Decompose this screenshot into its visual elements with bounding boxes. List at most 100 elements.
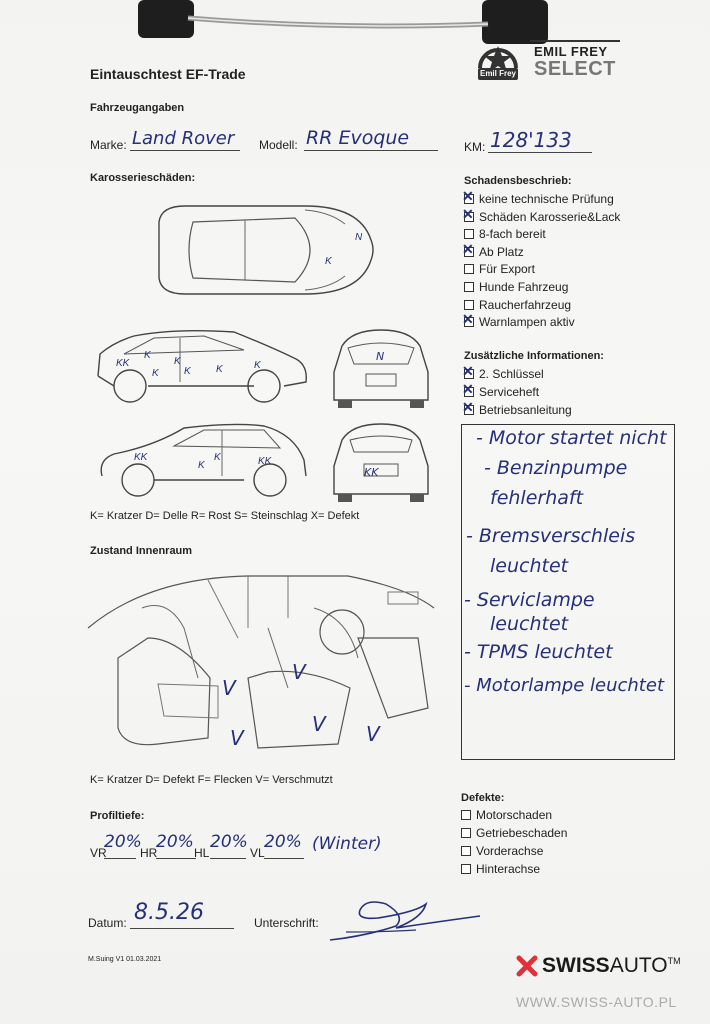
watermark-brand-b: AUTO xyxy=(609,954,668,977)
svg-text:K: K xyxy=(325,256,333,267)
svg-text:KK: KK xyxy=(116,358,131,369)
checked-box-icon[interactable] xyxy=(462,381,474,398)
defects-item-label: Motorschaden xyxy=(476,808,553,822)
tread-vl-line xyxy=(264,858,304,859)
interior-mark: V xyxy=(230,726,244,750)
note-line: - Bremsverschleis xyxy=(466,525,636,547)
car-interior-diagram xyxy=(87,575,435,749)
car-side-view-diagram: KK K K K K K K xyxy=(97,329,307,403)
watermark-tm: TM xyxy=(667,956,681,966)
car-top-view-diagram: N K xyxy=(158,205,374,295)
damage-description-item[interactable]: Ab Platz xyxy=(462,241,524,259)
tread-hr-value: 20% xyxy=(156,832,194,852)
defects-item-label: Vorderachse xyxy=(476,844,544,858)
km-line xyxy=(488,152,592,153)
car-front-view-diagram xyxy=(333,329,429,408)
checked-box-icon[interactable] xyxy=(462,363,474,380)
model-line xyxy=(304,150,438,151)
additional-info-label: Zusätzliche Informationen: xyxy=(464,350,604,362)
model-value: RR Evoque xyxy=(306,127,410,149)
svg-text:K: K xyxy=(174,356,182,367)
signature-drawing xyxy=(329,901,481,941)
note-line: fehlerhaft xyxy=(490,487,584,509)
svg-text:KK: KK xyxy=(134,452,149,463)
damage-description-item[interactable]: Warnlampen aktiv xyxy=(462,311,575,329)
interior-mark: V xyxy=(292,660,306,684)
note-line: leuchtet xyxy=(490,555,569,577)
make-value: Land Rover xyxy=(132,128,235,149)
note-line: - TPMS leuchtet xyxy=(464,641,613,663)
defects-item[interactable]: Vorderachse xyxy=(461,844,543,858)
additional-info-item[interactable]: Serviceheft xyxy=(462,381,540,399)
watermark-brand: SWISSAUTOTM xyxy=(542,954,681,978)
additional-info-item[interactable]: 2. Schlüssel xyxy=(462,363,544,381)
damage-description-item[interactable]: Für Export xyxy=(464,262,535,276)
note-line: - Motorlampe leuchtet xyxy=(464,675,664,696)
damage-description-item[interactable]: keine technische Prüfung xyxy=(462,188,614,206)
damage-description-item-label: Für Export xyxy=(479,262,536,277)
svg-text:K: K xyxy=(184,366,192,377)
checkbox-icon[interactable] xyxy=(461,828,471,838)
damage-description-item-label: Schäden Karosserie&Lack xyxy=(479,209,621,224)
clipboard-clip xyxy=(138,0,548,44)
note-line: - Serviclampe xyxy=(464,589,595,611)
svg-text:K: K xyxy=(198,460,206,471)
checked-box-icon[interactable] xyxy=(462,241,474,258)
checked-box-icon[interactable] xyxy=(462,399,474,416)
checked-box-icon[interactable] xyxy=(462,188,474,205)
tread-note: (Winter) xyxy=(312,834,382,854)
signature-label: Unterschrift: xyxy=(254,916,319,930)
checkbox-icon[interactable] xyxy=(464,282,474,292)
additional-info-item-label: Serviceheft xyxy=(479,385,540,399)
svg-text:K: K xyxy=(152,368,160,379)
additional-info-item-label: 2. Schlüssel xyxy=(479,367,544,381)
checkbox-icon[interactable] xyxy=(461,846,471,856)
car-rear-view-diagram xyxy=(333,423,429,502)
brand-rule xyxy=(530,40,620,42)
interior-mark: V xyxy=(366,722,380,746)
badge-text: Emil Frey xyxy=(479,69,516,78)
km-label: KM: xyxy=(464,140,486,154)
interior-legend: K= Kratzer D= Defekt F= Flecken V= Versc… xyxy=(90,774,333,786)
brand-top: EMIL FREY xyxy=(534,44,608,59)
tread-hl-label: HL xyxy=(194,846,210,860)
body-damage-label: Karosserieschäden: xyxy=(90,172,196,184)
notes-box: - Motor startet nicht - Benzinpumpe fehl… xyxy=(461,424,675,760)
date-value: 8.5.26 xyxy=(134,900,204,925)
checkbox-icon[interactable] xyxy=(464,299,474,310)
tread-hl-value: 20% xyxy=(210,832,248,852)
body-damage-legend: K= Kratzer D= Delle R= Rost S= Steinschl… xyxy=(90,510,360,522)
additional-info-item[interactable]: Betriebsanleitung xyxy=(462,399,572,417)
checkbox-icon[interactable] xyxy=(461,864,471,874)
svg-text:K: K xyxy=(254,360,262,371)
defects-item[interactable]: Hinterachse xyxy=(461,862,540,876)
car-side-view-2-diagram: KK K K KK xyxy=(100,423,307,497)
tread-vr-line xyxy=(104,858,136,859)
tread-vr-label: VR xyxy=(90,846,107,860)
checked-box-icon[interactable] xyxy=(462,311,474,328)
date-label: Datum: xyxy=(88,916,127,930)
tread-vr-value: 20% xyxy=(104,832,142,852)
damage-description-item[interactable]: Raucherfahrzeug xyxy=(464,298,571,312)
damage-description-item[interactable]: Hunde Fahrzeug xyxy=(464,280,568,294)
make-line xyxy=(130,150,240,151)
damage-description-item[interactable]: Schäden Karosserie&Lack xyxy=(462,206,621,224)
checked-box-icon[interactable] xyxy=(462,206,474,223)
damage-description-item[interactable]: 8-fach bereit xyxy=(464,227,546,241)
rear-damage-mark: KK xyxy=(364,466,379,479)
svg-text:K: K xyxy=(214,452,222,463)
defects-item[interactable]: Getriebeschaden xyxy=(461,826,567,840)
defects-item-label: Getriebeschaden xyxy=(476,826,568,840)
checkbox-icon[interactable] xyxy=(464,229,474,240)
additional-info-item-label: Betriebsanleitung xyxy=(479,403,572,417)
model-label: Modell: xyxy=(259,138,298,152)
checkbox-icon[interactable] xyxy=(461,810,471,820)
checkbox-icon[interactable] xyxy=(464,264,474,275)
defects-item[interactable]: Motorschaden xyxy=(461,808,552,822)
tread-vl-label: VL xyxy=(250,846,265,860)
damage-description-label: Schadensbeschrieb: xyxy=(464,175,572,187)
date-line xyxy=(130,928,234,929)
defects-label: Defekte: xyxy=(461,792,505,804)
interior-mark: V xyxy=(312,712,326,736)
